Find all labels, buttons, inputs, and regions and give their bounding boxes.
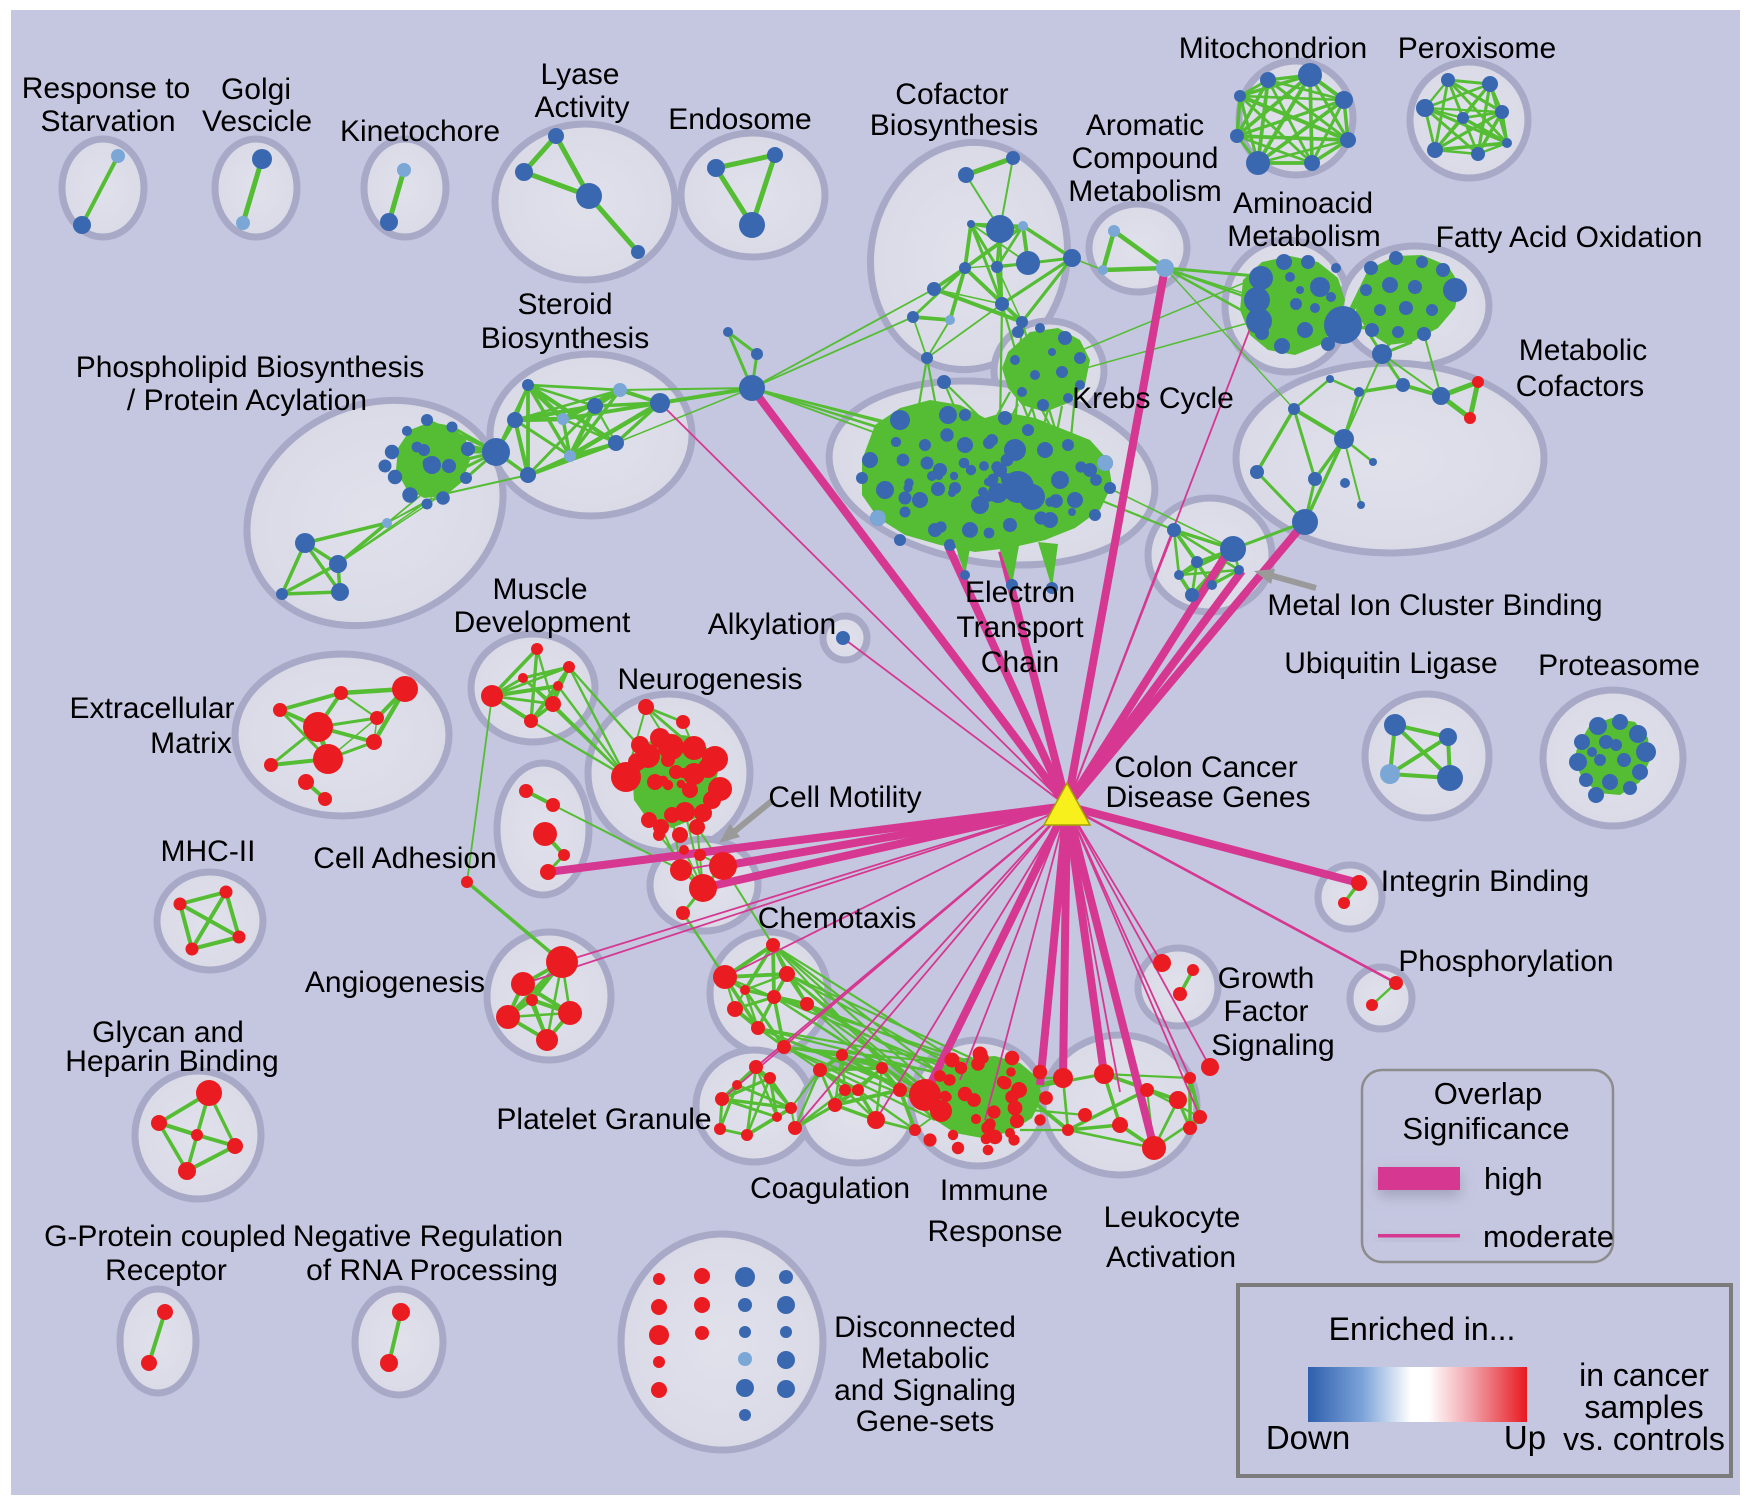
svg-text:Coagulation: Coagulation xyxy=(750,1172,910,1205)
svg-text:and Signaling: and Signaling xyxy=(834,1374,1016,1407)
svg-text:in cancer: in cancer xyxy=(1579,1357,1709,1393)
svg-text:Leukocyte: Leukocyte xyxy=(1104,1201,1241,1234)
svg-text:Disease Genes: Disease Genes xyxy=(1105,781,1310,814)
svg-text:Biosynthesis: Biosynthesis xyxy=(481,322,649,355)
svg-text:Metabolism: Metabolism xyxy=(1068,175,1221,208)
svg-text:Up: Up xyxy=(1504,1419,1546,1456)
svg-text:Enriched in...: Enriched in... xyxy=(1329,1311,1516,1347)
svg-text:Phosphorylation: Phosphorylation xyxy=(1398,945,1613,978)
svg-text:/ Protein Acylation: / Protein Acylation xyxy=(127,384,367,417)
svg-text:Peroxisome: Peroxisome xyxy=(1398,32,1556,65)
svg-text:G-Protein coupled: G-Protein coupled xyxy=(44,1220,286,1253)
svg-text:Response to: Response to xyxy=(22,72,190,105)
svg-text:Activation: Activation xyxy=(1106,1241,1236,1274)
svg-text:Steroid: Steroid xyxy=(517,288,612,321)
svg-text:Compound: Compound xyxy=(1072,142,1219,175)
svg-text:Electron: Electron xyxy=(965,576,1075,609)
svg-text:Development: Development xyxy=(454,606,631,639)
svg-text:Extracellular: Extracellular xyxy=(69,692,234,725)
svg-text:high: high xyxy=(1484,1161,1543,1196)
svg-text:Angiogenesis: Angiogenesis xyxy=(305,966,485,999)
svg-text:samples: samples xyxy=(1584,1389,1703,1425)
svg-text:Fatty Acid Oxidation: Fatty Acid Oxidation xyxy=(1436,221,1703,254)
svg-text:Glycan and: Glycan and xyxy=(92,1016,244,1049)
svg-text:Ubiquitin Ligase: Ubiquitin Ligase xyxy=(1284,647,1497,680)
svg-text:Chain: Chain xyxy=(981,646,1059,679)
svg-text:Receptor: Receptor xyxy=(105,1254,227,1287)
svg-text:Phospholipid Biosynthesis: Phospholipid Biosynthesis xyxy=(76,351,425,384)
svg-text:Down: Down xyxy=(1266,1419,1350,1456)
svg-text:Cell Adhesion: Cell Adhesion xyxy=(313,842,496,875)
svg-text:Factor: Factor xyxy=(1223,995,1308,1028)
svg-text:Cofactors: Cofactors xyxy=(1516,370,1644,403)
svg-text:Cell Motility: Cell Motility xyxy=(768,781,921,814)
svg-text:Growth: Growth xyxy=(1218,962,1315,995)
svg-text:Golgi: Golgi xyxy=(221,73,291,106)
svg-text:Response: Response xyxy=(927,1215,1062,1248)
svg-text:Gene-sets: Gene-sets xyxy=(856,1405,994,1438)
svg-text:Krebs Cycle: Krebs Cycle xyxy=(1072,382,1234,415)
svg-text:Activity: Activity xyxy=(534,91,629,124)
svg-text:Negative Regulation: Negative Regulation xyxy=(293,1220,563,1253)
svg-text:Significance: Significance xyxy=(1402,1111,1569,1146)
svg-text:Platelet Granule: Platelet Granule xyxy=(496,1103,711,1136)
svg-text:Neurogenesis: Neurogenesis xyxy=(617,663,802,696)
svg-text:Alkylation: Alkylation xyxy=(708,608,836,641)
svg-text:Transport: Transport xyxy=(956,611,1084,644)
svg-text:vs. controls: vs. controls xyxy=(1563,1421,1725,1457)
svg-text:Aminoacid: Aminoacid xyxy=(1233,187,1373,220)
svg-text:Metabolic: Metabolic xyxy=(1519,334,1647,367)
svg-text:Heparin Binding: Heparin Binding xyxy=(65,1045,278,1078)
svg-text:Aromatic: Aromatic xyxy=(1086,109,1204,142)
svg-text:Mitochondrion: Mitochondrion xyxy=(1179,32,1367,65)
svg-text:Metabolic: Metabolic xyxy=(861,1342,989,1375)
svg-text:Biosynthesis: Biosynthesis xyxy=(870,109,1038,142)
svg-text:Metal Ion Cluster Binding: Metal Ion Cluster Binding xyxy=(1267,589,1602,622)
svg-text:of RNA Processing: of RNA Processing xyxy=(306,1254,558,1287)
svg-text:Colon Cancer: Colon Cancer xyxy=(1114,751,1297,784)
svg-text:Endosome: Endosome xyxy=(668,103,811,136)
svg-text:Chemotaxis: Chemotaxis xyxy=(758,902,916,935)
svg-text:Matrix: Matrix xyxy=(150,727,232,760)
svg-text:Starvation: Starvation xyxy=(40,105,175,138)
svg-text:Overlap: Overlap xyxy=(1434,1076,1543,1111)
svg-text:moderate: moderate xyxy=(1483,1219,1614,1254)
svg-text:Kinetochore: Kinetochore xyxy=(340,115,500,148)
svg-text:Immune: Immune xyxy=(940,1174,1048,1207)
svg-text:Muscle: Muscle xyxy=(492,573,587,606)
svg-text:Disconnected: Disconnected xyxy=(834,1311,1016,1344)
svg-text:Lyase: Lyase xyxy=(541,58,620,91)
svg-text:MHC-II: MHC-II xyxy=(161,835,256,868)
svg-text:Vescicle: Vescicle xyxy=(202,105,312,138)
svg-text:Integrin Binding: Integrin Binding xyxy=(1381,865,1589,898)
svg-text:Metabolism: Metabolism xyxy=(1227,220,1380,253)
svg-text:Cofactor: Cofactor xyxy=(895,78,1008,111)
svg-text:Proteasome: Proteasome xyxy=(1538,649,1700,682)
svg-text:Signaling: Signaling xyxy=(1211,1029,1334,1062)
